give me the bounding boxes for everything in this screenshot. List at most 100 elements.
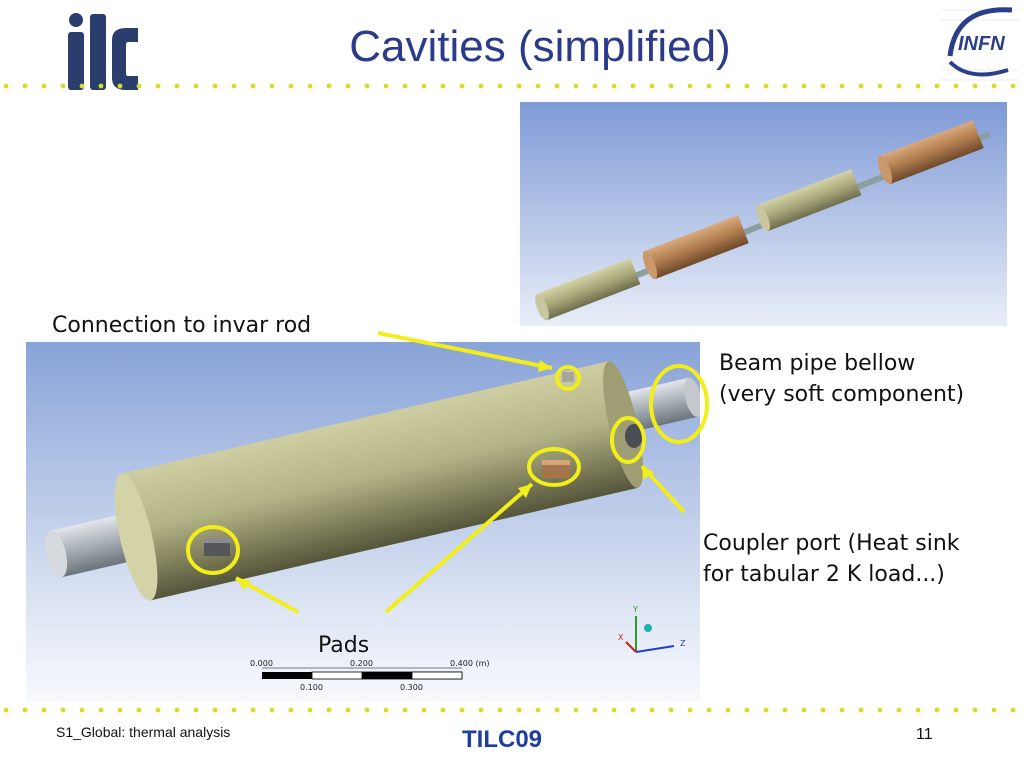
axis-y-label: Y — [632, 605, 638, 614]
divider-dot — [972, 83, 978, 89]
divider-dot — [497, 83, 503, 89]
divider-dot — [193, 707, 199, 713]
divider-dot — [592, 707, 598, 713]
scale-bar: 0.000 0.200 0.400 (m) 0.100 0.300 — [250, 659, 489, 692]
label-bellow-line2: (very soft component) — [719, 382, 965, 407]
divider-dot — [668, 707, 674, 713]
divider-dot — [516, 83, 522, 89]
label-coupler-line1: Coupler port (Heat sink — [703, 531, 960, 556]
divider-dot — [934, 83, 940, 89]
divider-dot — [117, 83, 123, 89]
divider-dot — [326, 83, 332, 89]
divider-dot — [174, 707, 180, 713]
divider-dot — [174, 83, 180, 89]
divider-dot — [212, 707, 218, 713]
divider-dot — [630, 707, 636, 713]
divider-dot — [60, 707, 66, 713]
divider-dot — [839, 707, 845, 713]
divider-dot — [820, 707, 826, 713]
divider-dot — [478, 707, 484, 713]
divider-dot — [706, 707, 712, 713]
divider-dot — [611, 83, 617, 89]
infn-logo: INFN — [936, 0, 1024, 86]
divider-dot — [459, 707, 465, 713]
divider-dot — [307, 707, 313, 713]
divider-dot — [1010, 83, 1016, 89]
scale-label-0: 0.000 — [250, 659, 273, 668]
axis-z-label: Z — [680, 639, 686, 648]
divider-dot — [193, 83, 199, 89]
divider-dot — [706, 83, 712, 89]
divider-dot — [459, 83, 465, 89]
divider-dot — [592, 83, 598, 89]
divider-dot — [41, 707, 47, 713]
divider-dot — [972, 707, 978, 713]
divider-dot — [231, 707, 237, 713]
divider-dot — [1010, 707, 1016, 713]
divider-dot — [79, 83, 85, 89]
divider-dot — [288, 83, 294, 89]
divider-dot — [421, 707, 427, 713]
divider-dot — [839, 83, 845, 89]
divider-dot — [345, 707, 351, 713]
divider-dot — [516, 707, 522, 713]
divider-dot — [60, 83, 66, 89]
label-beam-pipe-bellow: Beam pipe bellow (very soft component) — [719, 348, 964, 410]
divider-dot — [554, 707, 560, 713]
divider-dot — [136, 707, 142, 713]
divider-dot — [345, 83, 351, 89]
top-dotted-divider — [3, 83, 1016, 89]
divider-dot — [364, 707, 370, 713]
divider-dot — [22, 83, 28, 89]
divider-dot — [231, 83, 237, 89]
divider-dot — [554, 83, 560, 89]
scale-label-200: 0.200 — [350, 659, 373, 668]
divider-dot — [497, 707, 503, 713]
divider-dot — [535, 707, 541, 713]
divider-dot — [744, 707, 750, 713]
divider-dot — [269, 83, 275, 89]
axis-x-label: X — [618, 633, 624, 642]
divider-dot — [649, 83, 655, 89]
divider-dot — [915, 83, 921, 89]
divider-dot — [250, 707, 256, 713]
scale-label-300: 0.300 — [400, 683, 423, 692]
label-coupler-port: Coupler port (Heat sink for tabular 2 K … — [703, 528, 960, 590]
divider-dot — [212, 83, 218, 89]
divider-dot — [896, 707, 902, 713]
label-pads: Pads — [318, 633, 370, 658]
divider-dot — [725, 707, 731, 713]
divider-dot — [3, 83, 9, 89]
divider-dot — [896, 83, 902, 89]
divider-dot — [269, 707, 275, 713]
divider-dot — [858, 83, 864, 89]
infn-logo-text: INFN — [958, 33, 1005, 55]
divider-dot — [611, 707, 617, 713]
slide-title: Cavities (simplified) — [349, 22, 731, 71]
bottom-dotted-divider — [3, 707, 1016, 713]
divider-dot — [383, 707, 389, 713]
divider-dot — [421, 83, 427, 89]
footer-subtitle: S1_Global: thermal analysis — [56, 724, 231, 740]
label-invar-connection: Connection to invar rod — [52, 313, 312, 338]
divider-dot — [782, 707, 788, 713]
divider-dot — [649, 707, 655, 713]
ilc-logo-text: ilc — [62, 10, 64, 11]
divider-dot — [41, 83, 47, 89]
divider-dot — [991, 707, 997, 713]
divider-dot — [877, 83, 883, 89]
divider-dot — [744, 83, 750, 89]
cavity-string-render — [520, 102, 1007, 326]
divider-dot — [79, 707, 85, 713]
divider-dot — [3, 707, 9, 713]
scale-label-400: 0.400 (m) — [450, 659, 489, 668]
divider-dot — [782, 83, 788, 89]
divider-dot — [953, 83, 959, 89]
ilc-logo: ilc — [62, 10, 138, 90]
scale-label-100: 0.100 — [300, 683, 323, 692]
divider-dot — [877, 707, 883, 713]
divider-dot — [801, 83, 807, 89]
divider-dot — [155, 707, 161, 713]
label-coupler-line2: for tabular 2 K load...) — [703, 562, 945, 587]
divider-dot — [440, 83, 446, 89]
